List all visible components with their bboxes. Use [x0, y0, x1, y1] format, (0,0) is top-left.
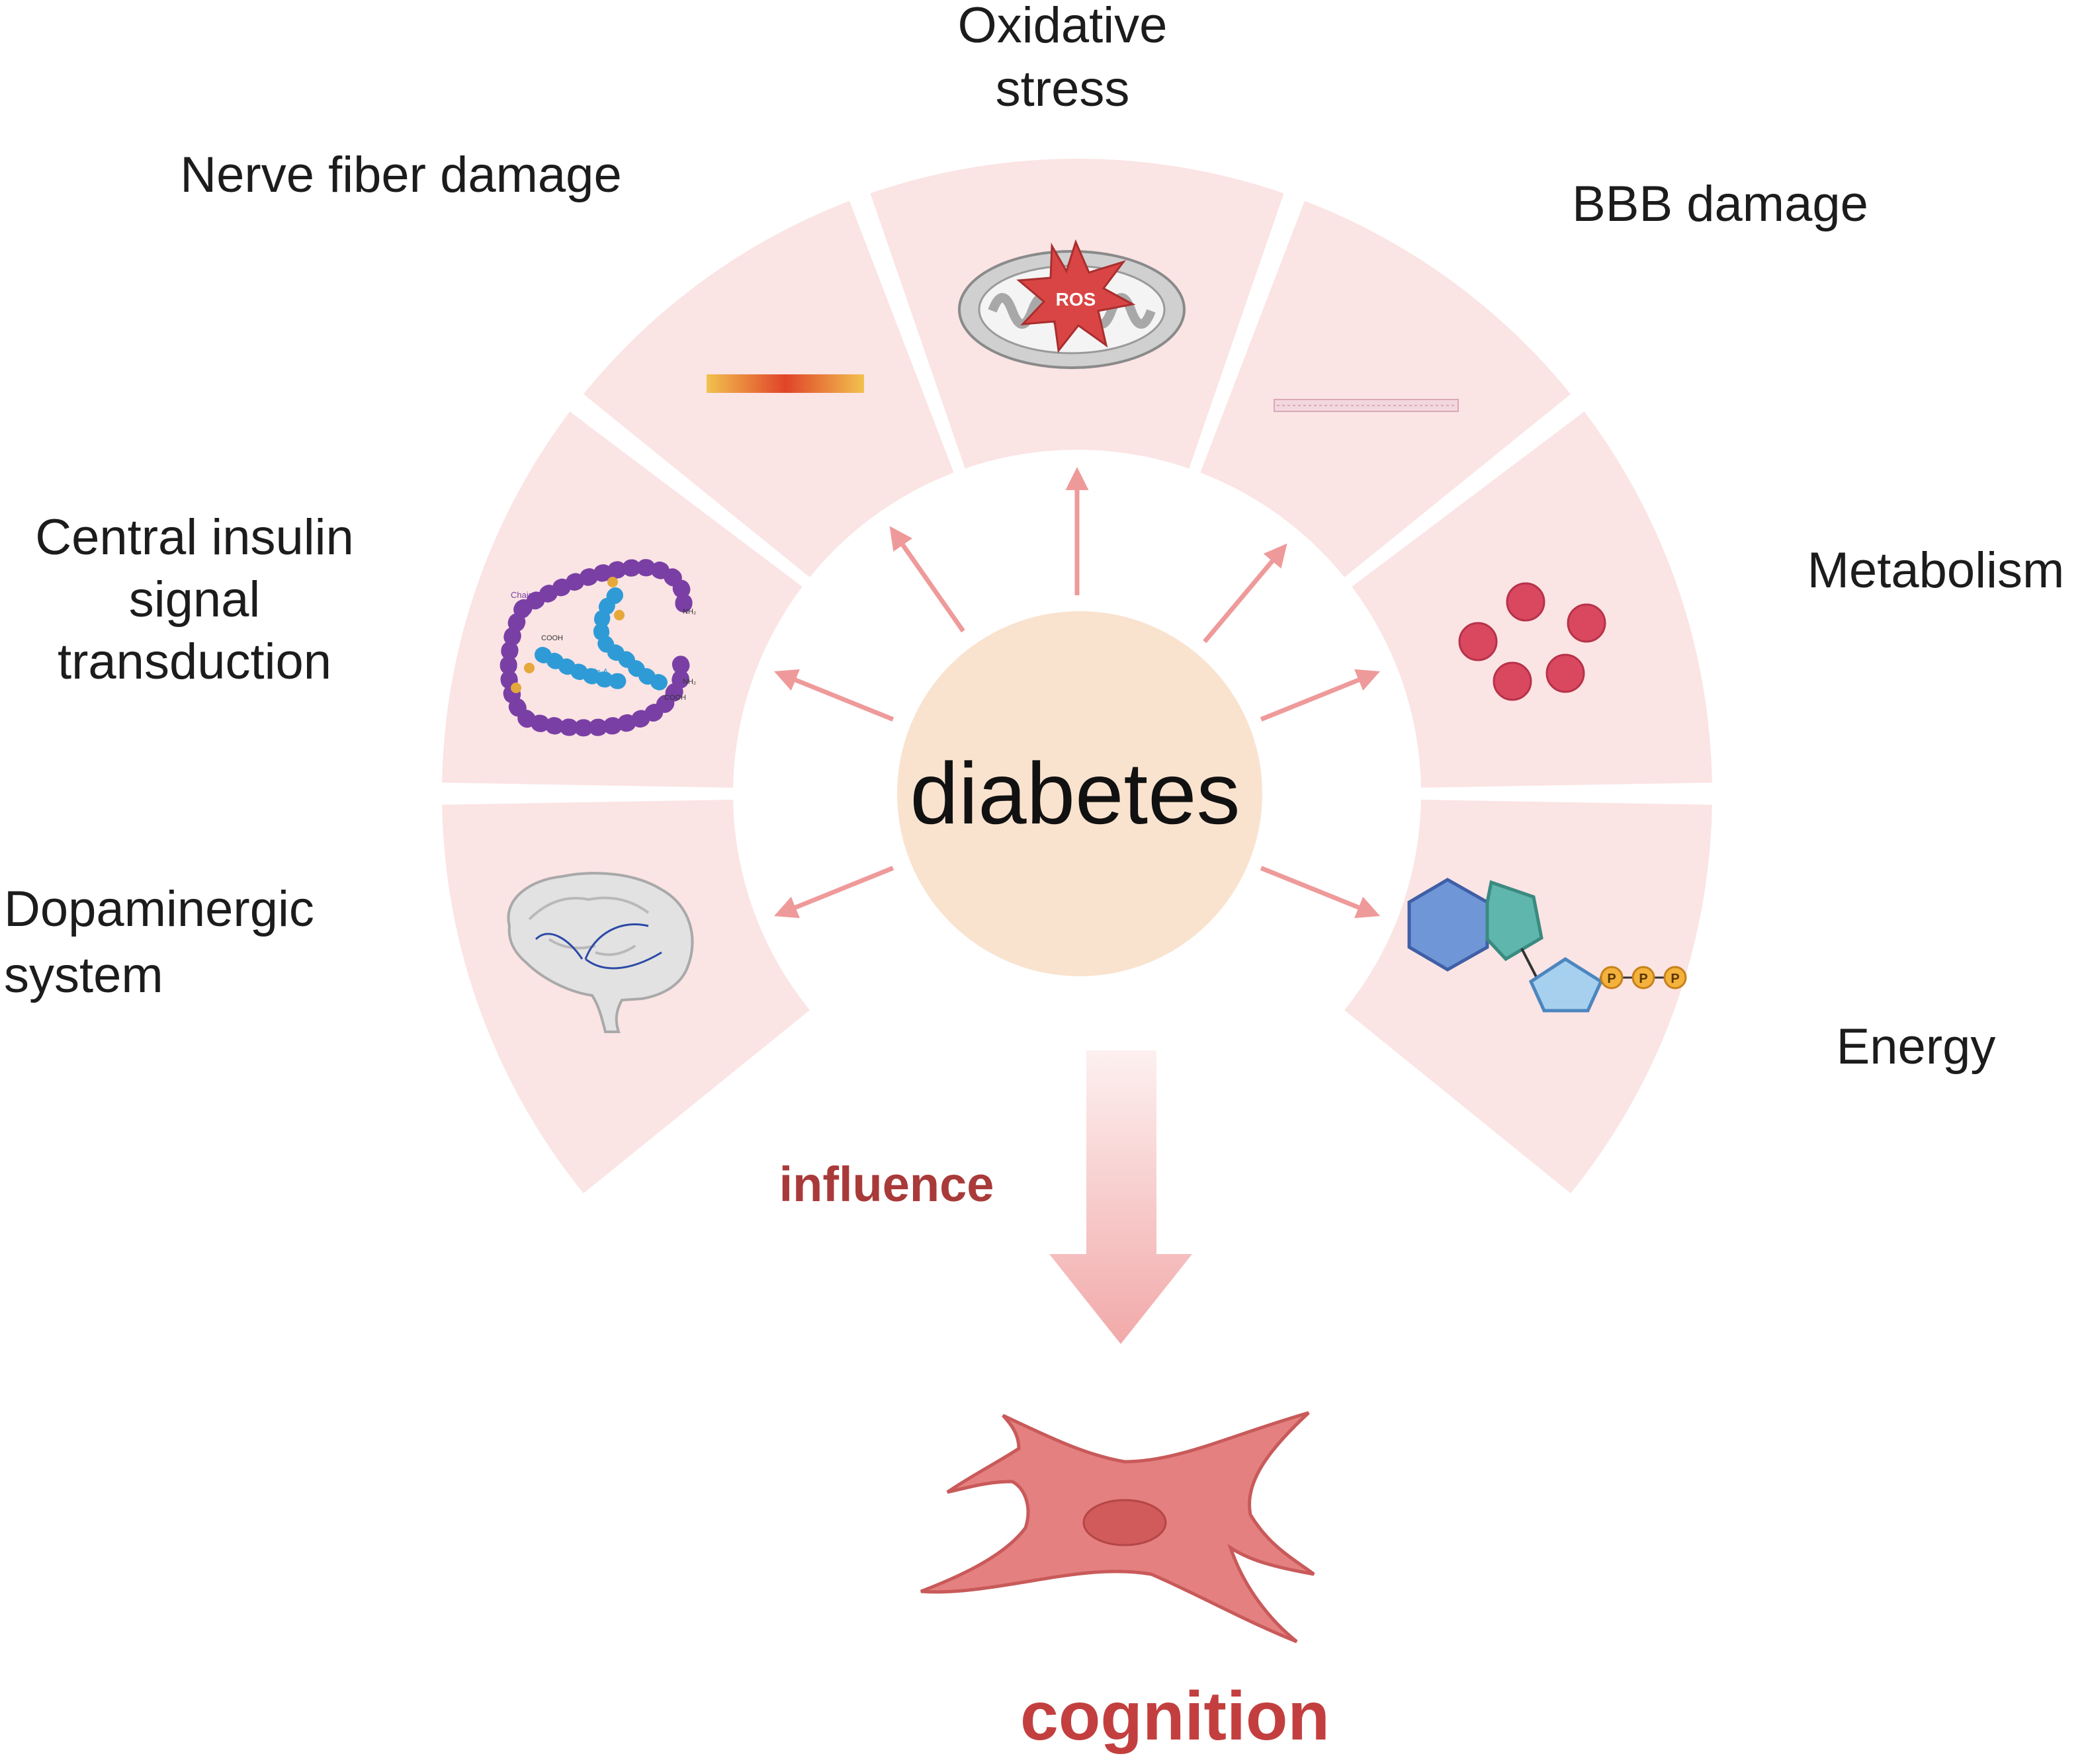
factor-label: system [4, 947, 163, 1003]
nh2-text: NH₂ [683, 678, 696, 686]
chain-b-text: Chain B [511, 590, 541, 600]
nucleus [1082, 1499, 1167, 1546]
insulin-chains-icon: Chain B Chain A COOH COOH NH₂ NH₂ [499, 559, 696, 737]
metabolite-molecules-icon [1458, 582, 1606, 701]
diabetes-node: diabetes [897, 611, 1262, 976]
factor-arrow [1260, 866, 1381, 919]
cognition-label: cognition [1020, 1678, 1330, 1755]
influence-arrow [1049, 1050, 1192, 1344]
diabetes-circle [897, 611, 1262, 976]
mitochondria-ros-icon: ROS [958, 239, 1186, 369]
factor-sector [1200, 200, 1571, 577]
phosphate-text: P [1607, 972, 1616, 986]
factor-label: Energy [1837, 1019, 1996, 1075]
ros-text: ROS [1056, 289, 1096, 310]
factor-arrow [773, 669, 894, 722]
factor-arrow [1203, 543, 1287, 644]
factor-label: signal [129, 571, 261, 628]
cooh-text: COOH [541, 634, 563, 642]
brain-dopamine-icon [507, 872, 694, 1033]
blood-brain-barrier-icon [1274, 399, 1459, 412]
cooh-text: COOH [664, 694, 686, 702]
factor-label: BBB damage [1572, 176, 1868, 232]
influence-label: influence [779, 1157, 994, 1212]
factor-label: transduction [58, 634, 331, 690]
factor-label: stress [996, 61, 1130, 117]
factor-sector [1344, 800, 1712, 1194]
nh2-text: NH₂ [683, 608, 696, 616]
factor-label: Nerve fiber damage [180, 147, 621, 203]
atp-molecule-icon: P P P [1407, 878, 1687, 1013]
factor-arrow [889, 526, 965, 633]
phosphate-text: P [1671, 972, 1679, 986]
neuron-cell-icon [920, 1411, 1315, 1644]
chain-a-text: Chain A [578, 667, 609, 677]
factor-label: Central insulin [35, 509, 354, 566]
factor-label: Metabolism [1807, 542, 2065, 599]
nerve-fiber-icon [707, 374, 864, 393]
factor-label: Oxidative [958, 0, 1168, 54]
factor-sector [442, 411, 803, 788]
phosphate-text: P [1639, 972, 1647, 986]
factor-label: Dopaminergic [4, 881, 314, 937]
factor-arrow [773, 866, 894, 919]
diabetes-label: diabetes [910, 745, 1240, 842]
factor-arrow [1260, 669, 1381, 722]
factor-arrows [773, 467, 1381, 919]
